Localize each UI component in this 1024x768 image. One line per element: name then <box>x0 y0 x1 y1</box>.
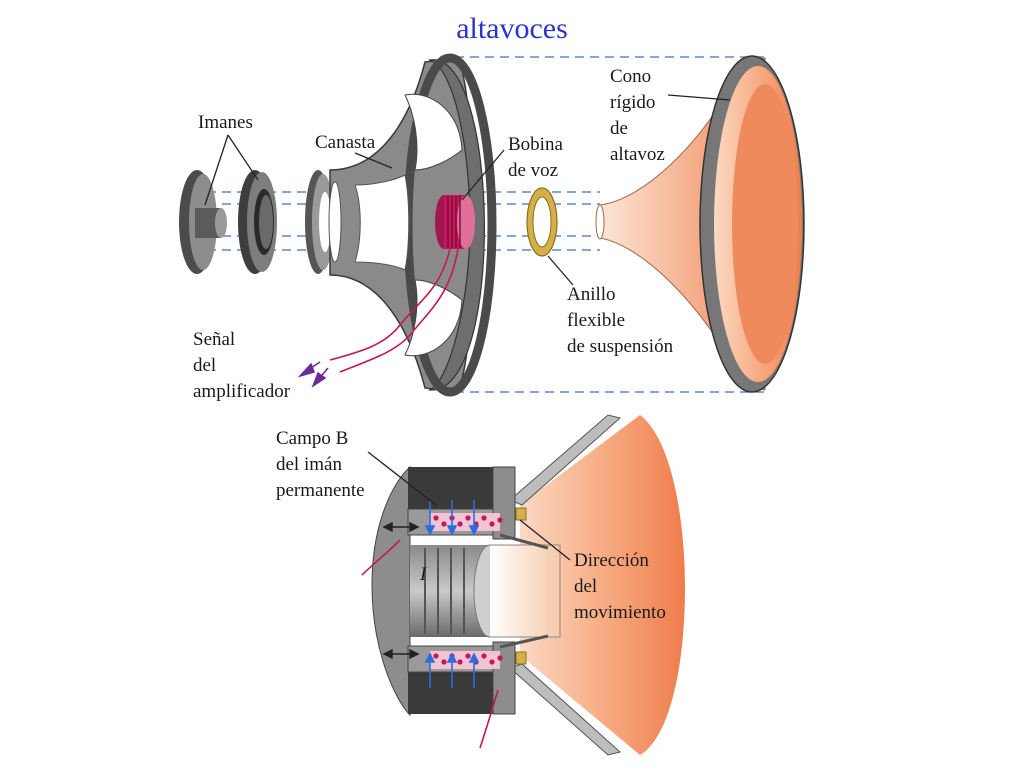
label-anillo-1: Anillo <box>567 284 616 305</box>
leader-direccion <box>519 519 571 561</box>
label-corriente: I <box>419 564 428 585</box>
back-plate <box>305 170 334 274</box>
label-direccion-2: del <box>574 576 597 597</box>
label-cono-2: rígido <box>610 92 655 113</box>
leader-campo <box>367 451 437 506</box>
label-cono-1: Cono <box>610 66 651 87</box>
leader-bobina <box>461 149 505 201</box>
label-cono-3: de <box>610 118 628 139</box>
label-bobina-2: de voz <box>508 160 558 181</box>
magnet-front <box>179 170 227 274</box>
signal-arrows <box>297 361 329 388</box>
label-cono-4: altavoz <box>610 144 665 165</box>
label-senal-2: del <box>193 355 216 376</box>
label-anillo-3: de suspensión <box>567 336 674 357</box>
magnet-ring <box>238 170 277 274</box>
motion-arrows <box>382 521 420 660</box>
label-senal-1: Señal <box>193 329 235 350</box>
label-senal-3: amplificador <box>193 381 291 402</box>
label-imanes: Imanes <box>198 112 253 133</box>
leader-canasta <box>354 152 393 169</box>
leader-cono <box>667 94 731 101</box>
leader-imanes <box>204 134 259 206</box>
section-wires <box>361 539 499 749</box>
suspension-ring <box>526 187 558 257</box>
speaker-cone <box>595 55 805 393</box>
label-campo-2: del imán <box>276 454 342 475</box>
cross-section <box>361 414 685 756</box>
label-campo-3: permanente <box>276 480 365 501</box>
label-bobina-1: Bobina <box>508 134 563 155</box>
coil-wires <box>329 248 459 373</box>
label-direccion-3: movimiento <box>574 602 666 623</box>
label-canasta: Canasta <box>315 132 376 153</box>
label-direccion-1: Dirección <box>574 550 649 571</box>
voice-coil <box>435 195 475 249</box>
field-arrows <box>424 500 480 688</box>
label-campo-1: Campo B <box>276 428 348 449</box>
label-anillo-2: flexible <box>567 310 625 331</box>
leader-anillo <box>547 255 574 286</box>
basket <box>328 53 497 397</box>
diagram-title: altavoces <box>456 12 568 45</box>
coil-turns <box>433 515 503 665</box>
